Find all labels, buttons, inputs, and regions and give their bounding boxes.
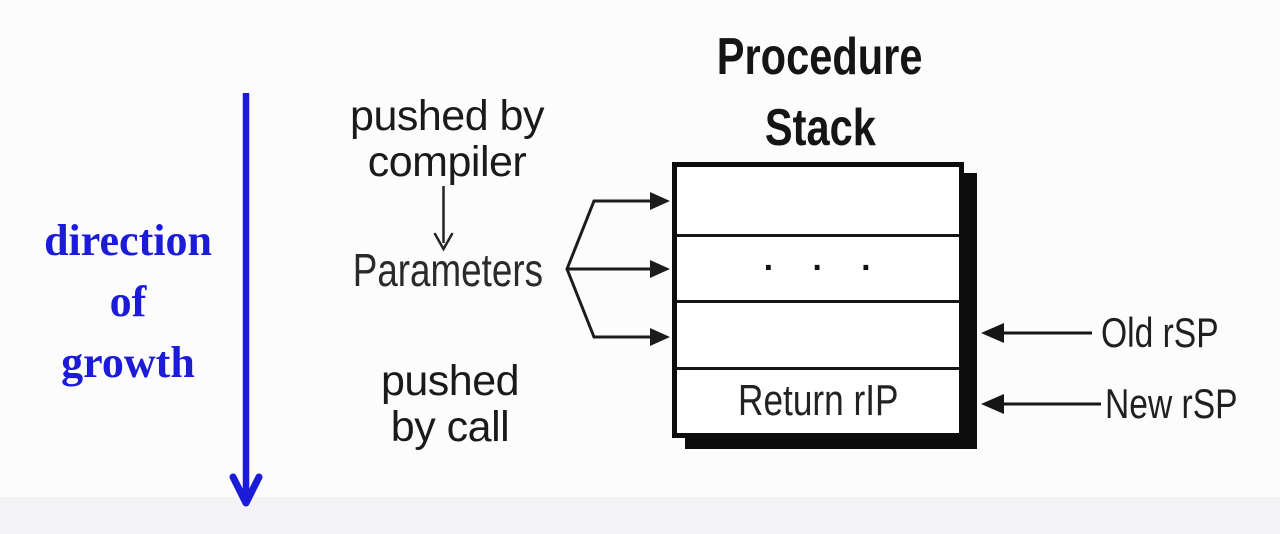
parameters-bracket-icon	[565, 192, 670, 346]
stack-title: Procedure Stack	[670, 22, 970, 164]
growth-label-line3: growth	[61, 338, 195, 387]
parameters-label: Parameters	[328, 243, 568, 297]
compiler-note-line1: pushed by	[350, 92, 544, 140]
stack-title-line1: Procedure	[717, 28, 923, 86]
growth-label-line2: of	[109, 277, 147, 326]
compiler-arrow-icon	[433, 186, 454, 252]
stack-row-1	[677, 167, 959, 234]
bottom-band	[0, 497, 1280, 534]
call-note-line2: by call	[390, 403, 510, 451]
stack-title-line2: Stack	[764, 99, 876, 157]
growth-label-line1: direction	[44, 216, 212, 265]
new-rsp-label: New rSP	[1105, 382, 1271, 426]
growth-direction-label: direction of growth	[8, 210, 248, 393]
old-rsp-label: Old rSP	[1101, 311, 1248, 355]
stack-row-3	[677, 300, 959, 367]
stack-row-4-return-rip: Return rIP	[677, 366, 959, 434]
stack-row-2-ellipsis: · · ·	[763, 248, 887, 287]
compiler-note-line2: compiler	[367, 138, 527, 186]
new-rsp-arrow-icon	[981, 394, 1101, 414]
return-rip-label: Return rIP	[737, 376, 899, 426]
parameters-label-text: Parameters	[352, 244, 544, 296]
old-rsp-arrow-icon	[981, 323, 1092, 343]
stack-row-2: · · ·	[677, 233, 959, 301]
old-rsp-label-text: Old rSP	[1101, 309, 1219, 356]
call-note-line1: pushed	[380, 357, 520, 405]
growth-arrow-icon	[229, 93, 263, 507]
pushed-by-call-note: pushed by call	[310, 358, 590, 450]
procedure-stack-box: · · · Return rIP	[672, 162, 964, 438]
pushed-by-compiler-note: pushed by compiler	[307, 93, 587, 185]
new-rsp-label-text: New rSP	[1105, 380, 1238, 427]
